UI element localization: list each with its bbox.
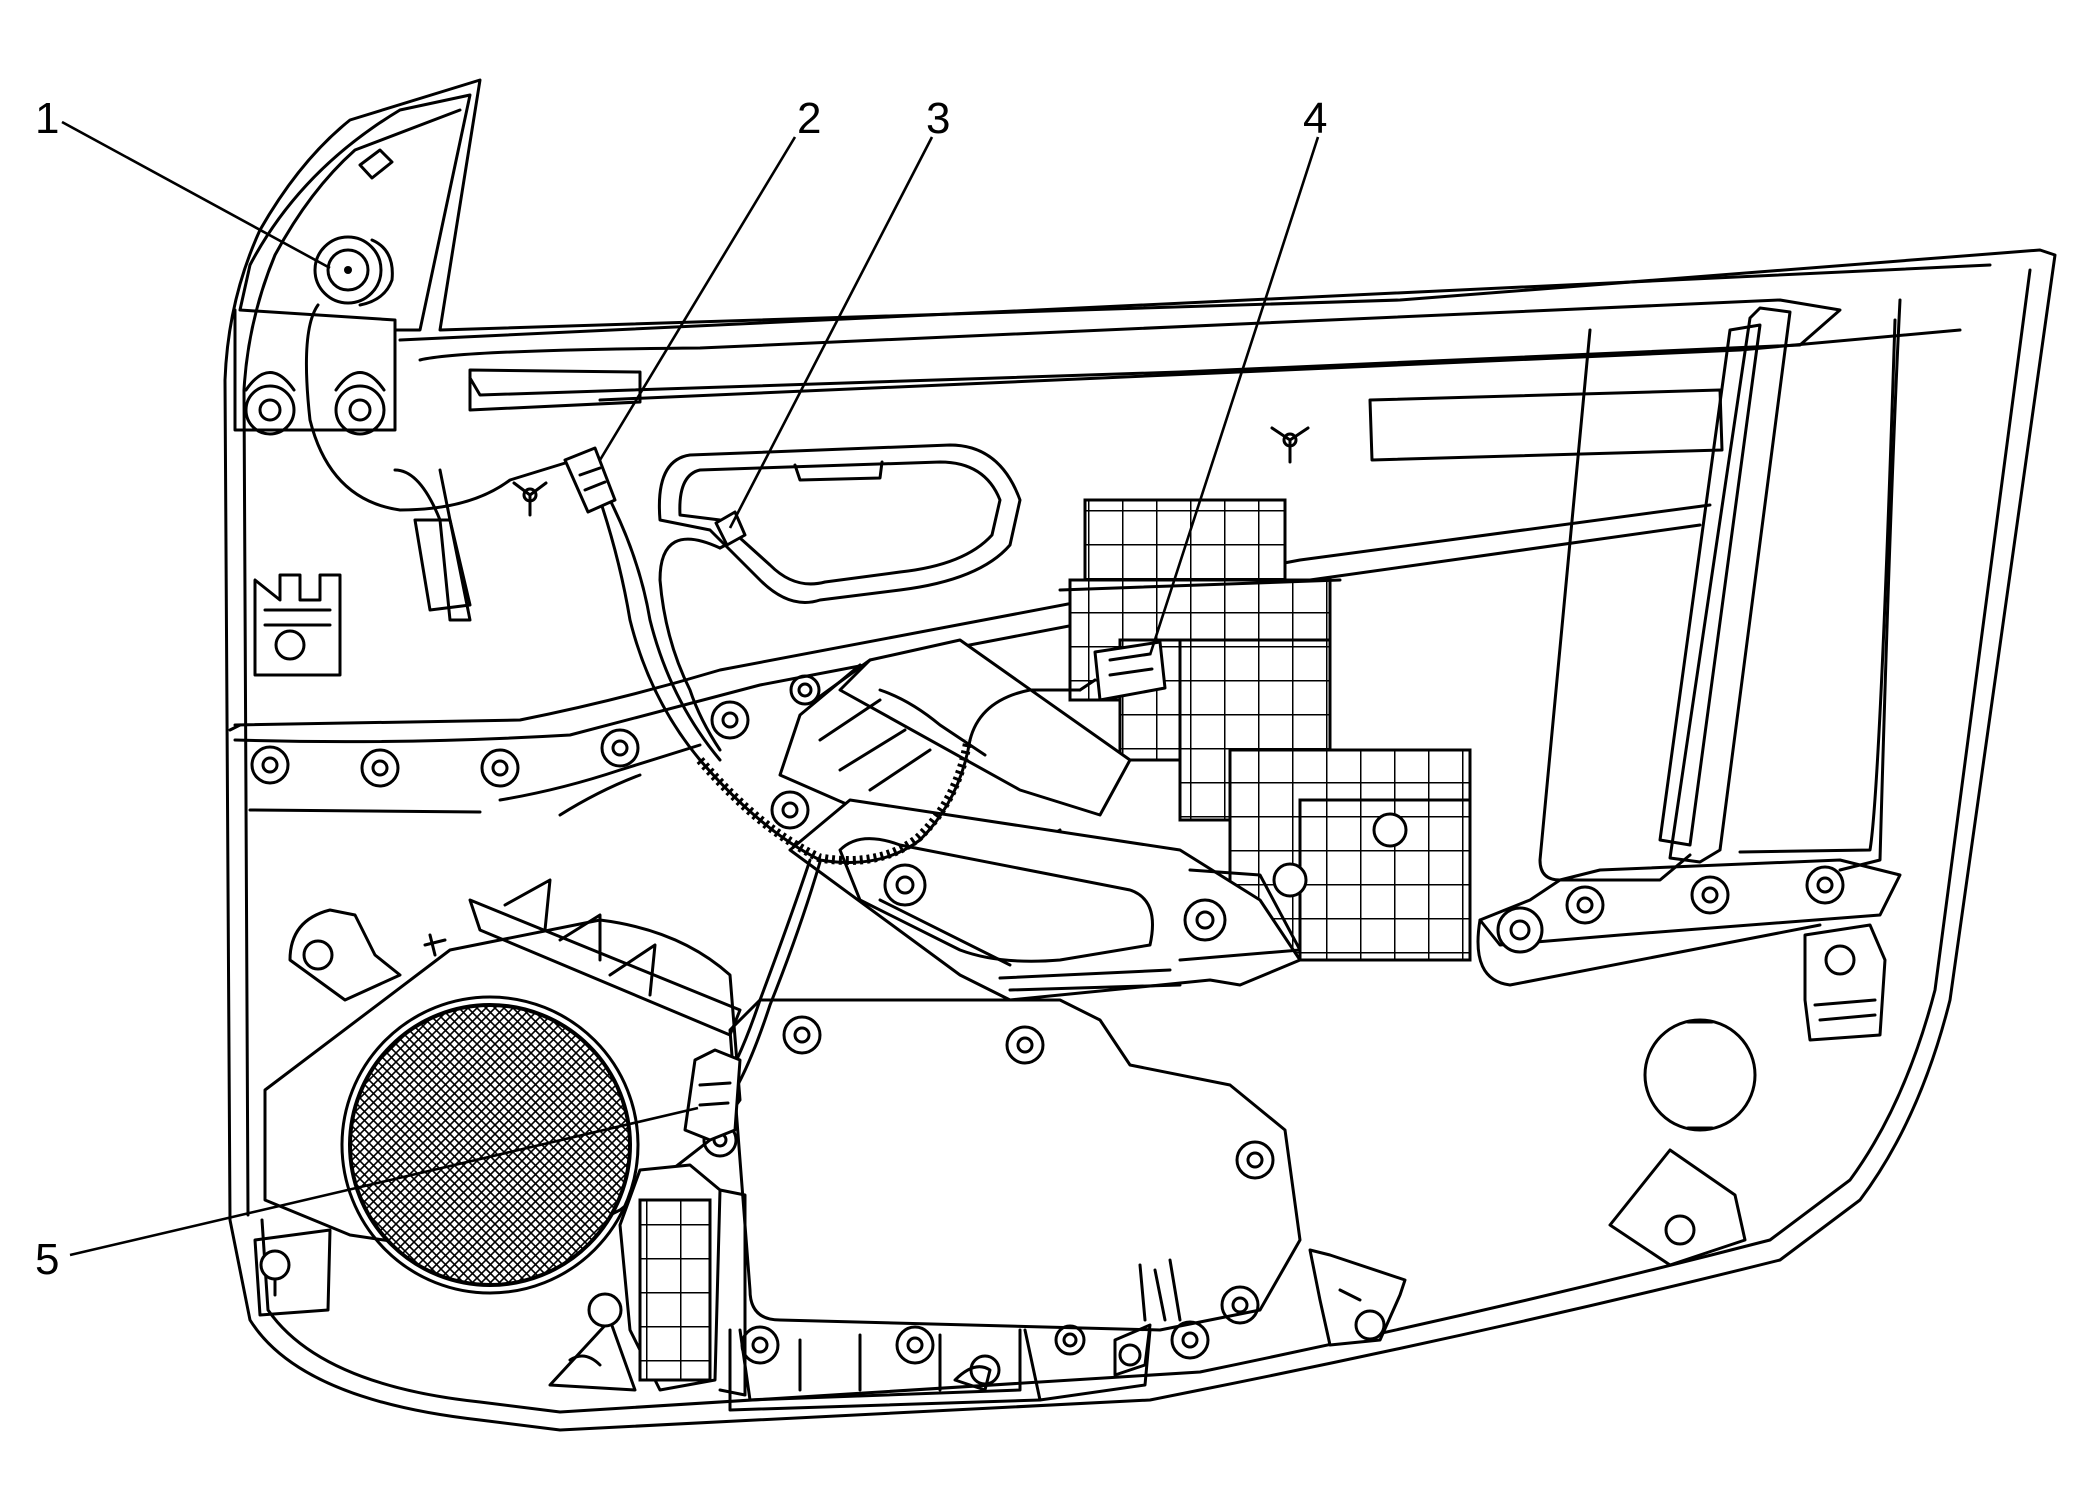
armrest-fasteners xyxy=(250,674,821,830)
sail-panel xyxy=(233,93,472,432)
storage-bin-grate xyxy=(618,1163,747,1397)
callout-2: 2 xyxy=(797,94,821,143)
callout-5: 5 xyxy=(35,1235,59,1284)
handle-switch-connector xyxy=(714,510,747,547)
belt-label-plate xyxy=(1368,388,1724,462)
y-clips xyxy=(512,426,1310,517)
callout-1: 1 xyxy=(35,94,59,143)
callout-3: 3 xyxy=(926,94,950,143)
bottom-left-standoff xyxy=(253,1228,332,1317)
small-clip xyxy=(423,933,447,957)
lower-center-panel xyxy=(702,998,1302,1412)
callout-4: 4 xyxy=(1303,94,1327,143)
bottom-middle-clips xyxy=(953,1258,1210,1402)
bottom-left-triangle xyxy=(548,1292,637,1392)
leader-4 xyxy=(1148,136,1320,656)
tweeter-speaker xyxy=(313,235,394,307)
access-hole-cover xyxy=(1643,1018,1757,1132)
left-lower-clip xyxy=(288,908,402,1002)
right-pull-strap xyxy=(1538,298,1902,882)
pull-cup-trim xyxy=(788,798,1302,1002)
leader-5 xyxy=(69,1106,699,1257)
left-clip-bracket xyxy=(253,573,342,677)
inside-handle-bezel xyxy=(657,443,1022,604)
lower-armrest-ledge xyxy=(1476,858,1902,987)
right-clip-bracket xyxy=(1803,923,1887,1042)
armrest-belt xyxy=(228,503,1712,817)
harness-connector xyxy=(563,446,617,514)
door-speaker xyxy=(263,918,742,1295)
door-panel-outline xyxy=(223,78,2057,1432)
leader-1 xyxy=(61,120,331,270)
lower-right-bracket xyxy=(1608,1148,1747,1267)
module-connector xyxy=(1093,640,1167,702)
upper-belt-trim xyxy=(398,263,1992,462)
speaker-connector xyxy=(683,1048,742,1142)
callout-leaders xyxy=(61,120,1320,1257)
bottom-right-clip xyxy=(1308,1248,1407,1347)
mounting-bosses xyxy=(244,371,386,436)
leader-3 xyxy=(728,136,934,529)
leader-2 xyxy=(598,136,797,461)
handle-pull-strap xyxy=(393,468,472,622)
callout-labels: 1 2 3 4 5 xyxy=(35,94,1327,1284)
